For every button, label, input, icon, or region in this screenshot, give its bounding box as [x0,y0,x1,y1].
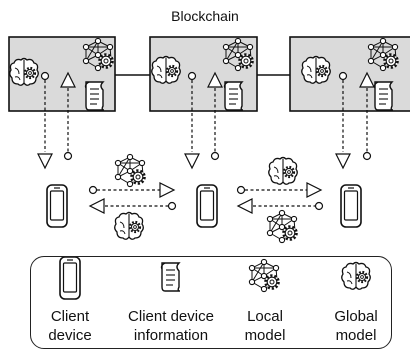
brain-gear-icon [150,55,182,85]
diagram-title: Blockchain [171,8,239,24]
brain-gear-icon [8,57,40,87]
legend-box [30,256,392,349]
brain-gear-icon [267,156,299,186]
network-gear-icon [114,153,146,188]
legend-label-line: Client device [128,308,214,325]
legend-label-line: model [244,327,286,344]
legend-client-device: Client device [38,307,102,345]
legend-label-line: Global [334,308,378,325]
client-device-3 [340,184,362,228]
legend-label-line: Local [247,308,283,325]
client-device-1 [46,184,68,228]
brain-gear-icon [300,55,332,85]
legend-label-line: Client [50,308,90,325]
brain-gear-icon [113,211,145,241]
legend-client-device-information: Client device information [114,307,228,345]
vertical-transfers [37,71,375,170]
exchange-1-2 [88,182,177,214]
document-icon [373,81,394,111]
legend-label-line: model [335,327,377,344]
legend-local-model: Local model [236,307,294,345]
document-icon [84,81,105,111]
client-device-2 [196,184,218,228]
network-gear-icon [266,209,298,244]
legend-global-model: Global model [326,307,386,345]
exchange-2-3 [236,182,324,214]
document-icon [223,81,244,111]
legend-label-line: device [48,327,92,344]
legend-label-line: information [133,327,209,344]
